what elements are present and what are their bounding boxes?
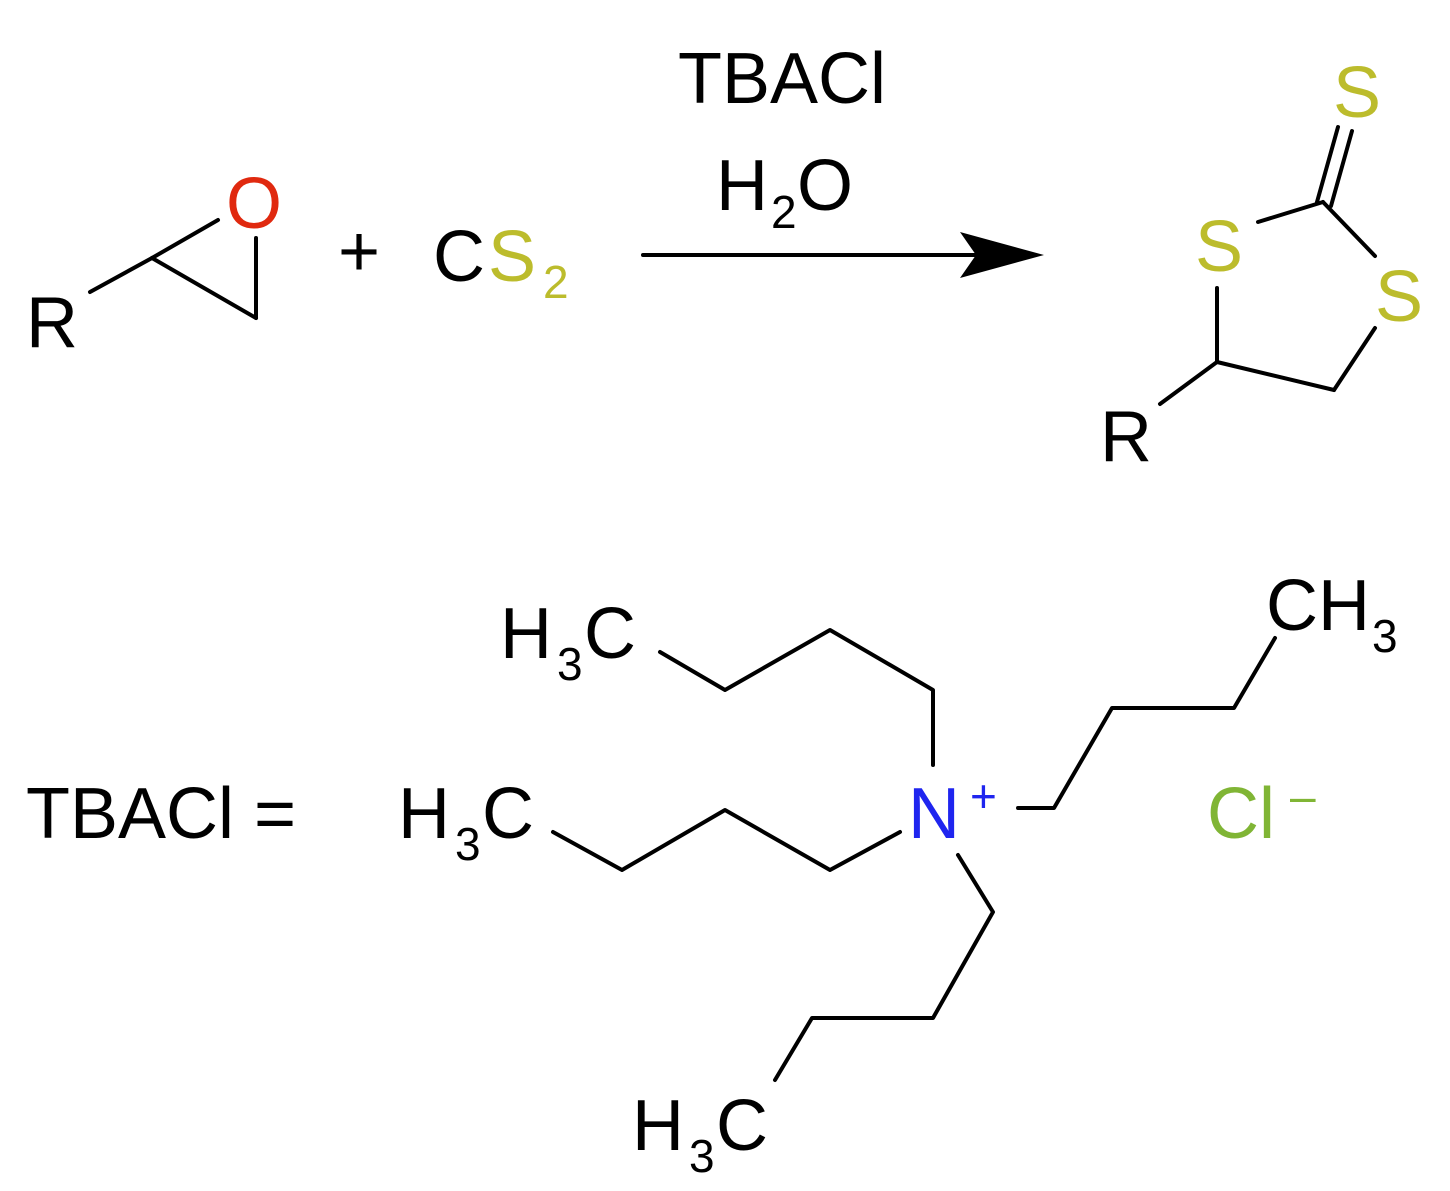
epoxide-ring-bond [150,256,258,320]
condition-solvent-h: H [716,146,768,226]
svg-text:CH: CH [1266,566,1370,646]
methyl-group-lower: H 3 C [632,1086,768,1182]
condition-solvent-subscript: 2 [771,186,797,238]
reaction-arrow-head [960,232,1044,278]
product-thione-double-bond [1315,125,1340,204]
butyl-chain-left [551,808,902,872]
cs2-sulfur-label: S [488,217,536,297]
svg-text:3: 3 [455,818,481,870]
cs2-carbon-label: C [433,217,485,297]
trithiocarbonate-product: S S S R [1100,53,1423,477]
product-ring-bond [1215,360,1336,392]
svg-text:3: 3 [689,1130,715,1182]
ammonium-charge-label: + [970,770,997,822]
condition-solvent-o: O [797,146,853,226]
svg-text:H: H [632,1086,684,1166]
product-ring-bond [1256,200,1325,224]
chloride-charge-label: – [1290,770,1316,822]
epoxide-oxygen-label: O [226,164,282,244]
svg-text:3: 3 [557,638,583,690]
condition-catalyst-label: TBACl [678,39,886,119]
tbacl-structure: TBACl = H 3 C H 3 C CH 3 H 3 C N + [26,566,1398,1182]
methyl-group-upper-left: H 3 C [500,594,636,690]
butyl-chain-lower [773,853,995,1082]
svg-text:H: H [398,774,450,854]
chloride-label: Cl [1207,774,1275,854]
product-ring-bond [1332,326,1377,392]
epoxide-r-label: R [26,283,78,363]
carbon-disulfide-reactant: C S 2 [433,217,569,308]
svg-text:3: 3 [1372,610,1398,662]
product-ring-bond [1321,200,1377,258]
butyl-chain-upper-left [658,628,935,767]
svg-text:C: C [482,774,534,854]
svg-text:C: C [584,594,636,674]
svg-text:C: C [716,1086,768,1166]
cs2-subscript: 2 [543,256,569,308]
product-ring-sulfur-left: S [1195,207,1243,287]
epoxide-reactant: R O [26,164,282,363]
product-thione-double-bond [1329,129,1354,208]
methyl-group-left: H 3 C [398,774,534,870]
product-thione-sulfur: S [1333,53,1381,133]
product-r-label: R [1100,397,1152,477]
butyl-chain-right [1016,636,1277,810]
plus-sign: + [338,212,380,292]
tbacl-definition-label: TBACl = [26,774,296,854]
svg-text:H: H [500,594,552,674]
product-r-bond [1158,360,1219,406]
epoxide-ring-bond [150,218,220,260]
ammonium-nitrogen-label: N [908,774,960,854]
reaction-arrow-group: TBACl H 2 O [641,39,1044,278]
methyl-group-right: CH 3 [1266,566,1398,662]
epoxide-r-bond [88,256,154,294]
product-ring-sulfur-right: S [1375,257,1423,337]
